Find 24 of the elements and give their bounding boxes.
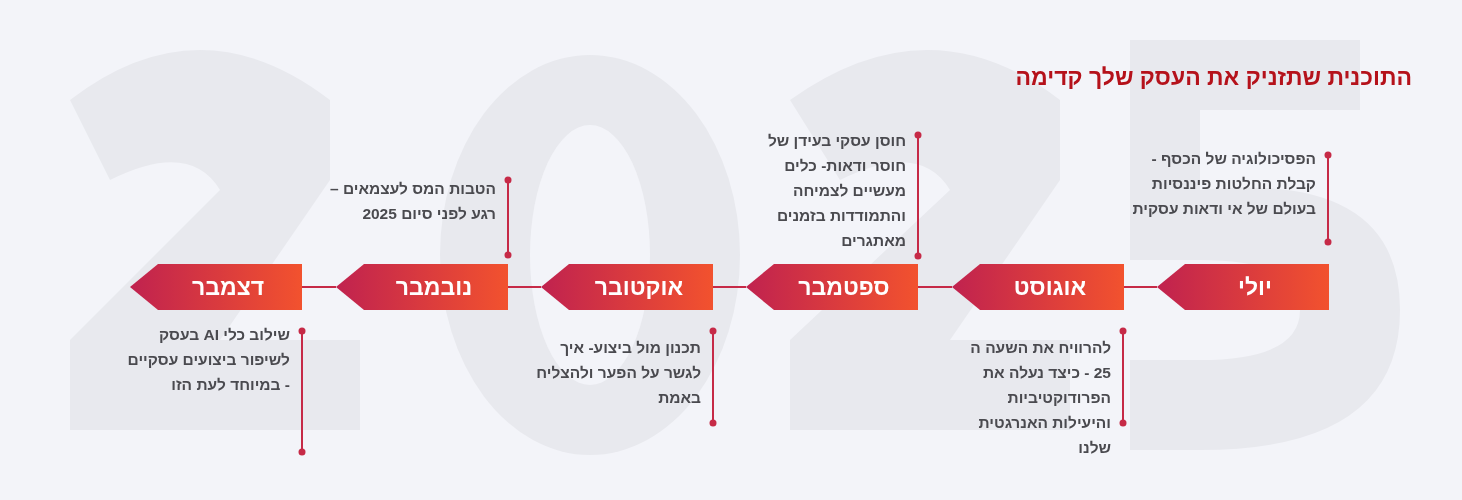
session-description: הטבות המס לעצמאים – רגע לפני סיום 2025 (328, 179, 496, 224)
month-tag (746, 264, 918, 310)
connector-line (507, 286, 542, 288)
month-label: יולי (1237, 272, 1272, 302)
month-label: ספטמבר (797, 272, 890, 302)
connector-line (917, 286, 953, 288)
session-description: שילוב כלי AI בעסק לשיפור ביצועים עסקיים - במיוחד לעת הזו (126, 325, 290, 395)
connector-line (301, 286, 337, 288)
month-tag (541, 264, 713, 310)
month-tag (952, 264, 1124, 310)
month-label: נובמבר (394, 272, 473, 302)
title: התוכנית שתזניק את העסק שלך קדימה (1015, 63, 1412, 92)
session-description: חוסן עסקי בעידן של חוסר ודאות- כלים מעשיים לצמיחה והתמודדות בזמנים מאתגרים (766, 131, 906, 251)
month-tag (1157, 264, 1329, 310)
session-description: תכנון מול ביצוע- איך לגשר על הפער ולהצליח באמת (536, 338, 701, 408)
month-tag (336, 264, 508, 310)
month-label: אוקטובר (593, 272, 684, 302)
session-description: להרוויח את השעה ה 25 - כיצד נעלה את הפרודוקטיביות והיעילות האנרגטית שלנו (969, 338, 1111, 458)
connector-line (712, 286, 747, 288)
connector-line (1123, 286, 1158, 288)
month-label: אוגוסט (1012, 272, 1087, 302)
session-description: הפסיכולוגיה של הכסף - קבלת החלטות פיננסיות בעולם של אי ודאות עסקית (1131, 149, 1316, 219)
month-label: דצמבר (190, 272, 265, 302)
month-tag (130, 264, 302, 310)
